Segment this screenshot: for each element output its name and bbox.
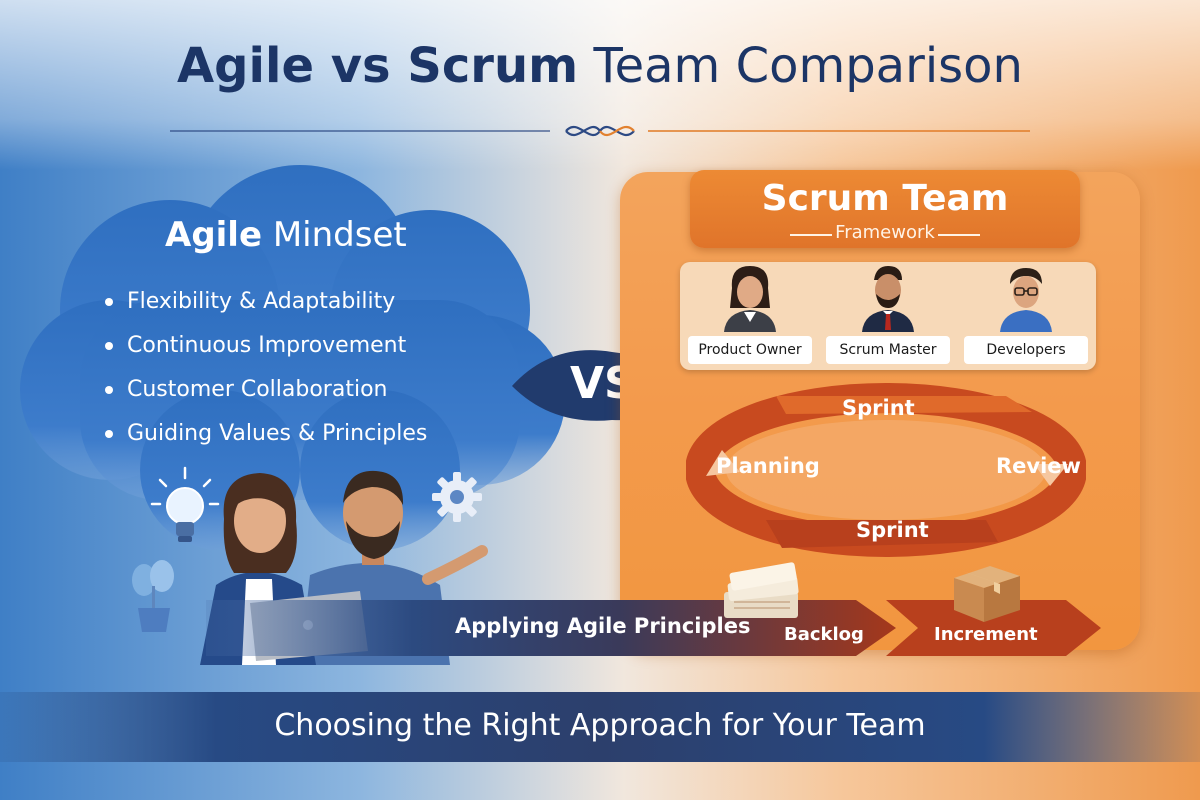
bullet-icon [105,298,113,306]
list-item: Flexibility & Adaptability [105,282,427,326]
scrum-subtitle-rule-right [938,234,980,236]
list-item-label: Guiding Values & Principles [127,421,428,446]
role-scrum-master: Scrum Master [822,262,954,370]
list-item-label: Flexibility & Adaptability [127,289,396,314]
agile-title: Agile Mindset [165,215,407,255]
bullet-icon [105,342,113,350]
scrum-roles: Product Owner Scrum Master Developers [680,262,1096,370]
agile-title-bold: Agile [165,215,263,255]
papers-icon [724,562,799,618]
scrum-header [690,170,1080,248]
list-item-label: Continuous Improvement [127,333,407,358]
bullet-icon [105,430,113,438]
banner-increment-label: Increment [934,624,1038,645]
scrum-subtitle-rule-left [790,234,832,236]
list-item: Continuous Improvement [105,326,427,370]
cycle-label-sprint-top: Sprint [842,396,915,420]
list-item-label: Customer Collaboration [127,377,388,402]
list-item: Guiding Values & Principles [105,414,427,458]
agile-title-regular: Mindset [272,215,407,255]
title-divider-right [648,130,1030,132]
product-owner-avatar [724,266,776,332]
cycle-label-sprint-bottom: Sprint [856,518,929,542]
page-title: Agile vs Scrum Team Comparison [0,38,1200,94]
banner-apply-label: Applying Agile Principles [455,614,751,638]
role-product-owner: Product Owner [684,262,816,370]
title-bold: Agile vs Scrum [177,38,579,94]
developers-avatar [1000,268,1052,332]
box-icon [954,566,1020,622]
cycle-label-planning: Planning [716,454,820,478]
banner-backlog-label: Backlog [784,624,864,645]
scrum-title: Scrum Team [761,178,1009,219]
background-highlight [0,0,1200,170]
gear-icon [432,472,482,522]
agile-list: Flexibility & Adaptability Continuous Im… [105,282,427,458]
scrum-subtitle: Framework [835,222,935,243]
process-banner [206,600,1101,656]
role-developers: Developers [960,262,1092,370]
cycle-label-review: Review [996,454,1081,478]
footer-bar [0,692,1200,762]
divider-knot-icon [565,125,635,137]
role-label: Scrum Master [826,336,950,364]
bullet-icon [105,386,113,394]
lightbulb-icon [150,466,220,542]
title-divider-left [170,130,550,132]
sprint-cycle [686,383,1086,557]
role-label: Product Owner [688,336,812,364]
footer-caption: Choosing the Right Approach for Your Tea… [274,708,926,743]
scrum-master-avatar [862,266,914,332]
title-regular: Team Comparison [593,38,1023,94]
role-label: Developers [964,336,1088,364]
plant-icon [132,560,174,632]
list-item: Customer Collaboration [105,370,427,414]
